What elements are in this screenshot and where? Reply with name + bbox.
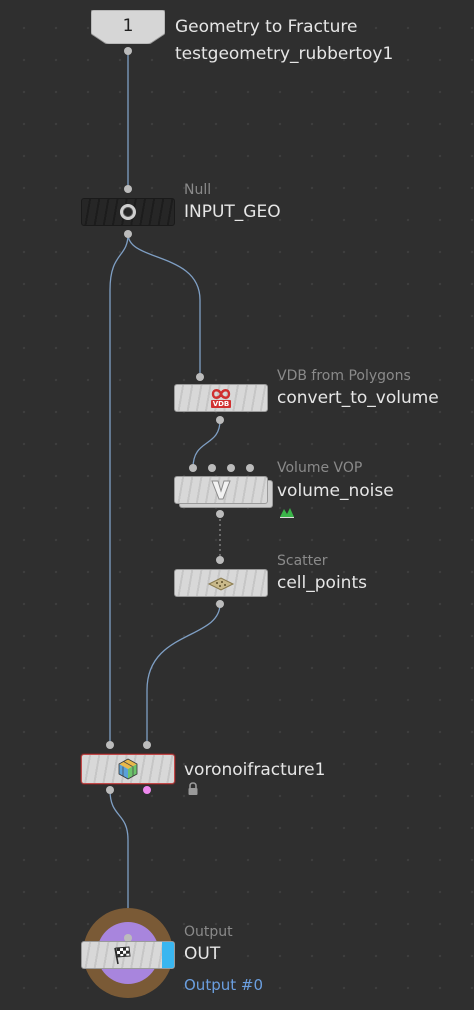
scatter-icon (207, 576, 235, 591)
output-node[interactable] (81, 941, 175, 969)
null-input-port[interactable] (124, 185, 132, 193)
null-icon (120, 204, 136, 220)
voronoi-output-port-1[interactable] (106, 786, 114, 794)
wire-voronoi-to-output (109, 789, 129, 938)
object-merge-badge: 1 (122, 16, 134, 36)
output-name-label: OUT (184, 944, 221, 964)
null-output-port[interactable] (124, 230, 132, 238)
object-merge-node-shape (90, 9, 166, 45)
vop-type-label: Volume VOP (277, 460, 363, 476)
object-merge-name: testgeometry_rubbertoy1 (175, 44, 394, 64)
null-name-label: INPUT_GEO (184, 202, 281, 222)
wire-vdb-to-vop (192, 419, 221, 469)
voronoi-name-label: voronoifracture1 (184, 760, 326, 780)
output-display-flag[interactable] (162, 942, 174, 968)
voronoi-input-port-2[interactable] (143, 741, 151, 749)
null-type-label: Null (184, 182, 212, 198)
wire-null-to-voronoi (109, 233, 129, 745)
scatter-output-port[interactable] (216, 600, 224, 608)
vop-input-port-4[interactable] (246, 464, 254, 472)
null-node[interactable] (81, 198, 175, 226)
wire-null-to-vdb (127, 233, 201, 377)
vop-name-label: volume_noise (277, 481, 394, 501)
vdb-icon-text: VDB (212, 400, 230, 408)
vdb-type-label: VDB from Polygons (277, 368, 411, 384)
wire-scatter-to-voronoi (146, 603, 221, 745)
vdb-output-port[interactable] (216, 416, 224, 424)
voronoi-output-port-2[interactable] (143, 786, 151, 794)
vop-input-port-2[interactable] (208, 464, 216, 472)
voronoi-cube-icon (117, 758, 139, 780)
output-type-label: Output (184, 924, 233, 940)
vop-input-port-3[interactable] (227, 464, 235, 472)
vdb-name-label: convert_to_volume (277, 388, 439, 408)
object-merge-title: Geometry to Fracture (175, 17, 358, 37)
vop-output-port[interactable] (216, 510, 224, 518)
vop-v-icon (209, 479, 233, 501)
object-merge-output-port[interactable] (124, 47, 132, 55)
output-checkered-flag-icon (112, 945, 132, 965)
scatter-input-port[interactable] (216, 556, 224, 564)
voronoi-input-port-1[interactable] (106, 741, 114, 749)
vdb-node[interactable]: VDB (174, 384, 268, 412)
object-merge-node[interactable]: 1 (90, 9, 166, 45)
output-input-port[interactable] (124, 934, 132, 942)
scatter-type-label: Scatter (277, 553, 328, 569)
vop-node[interactable] (174, 476, 268, 504)
vdb-icon: VDB (208, 387, 234, 409)
voronoi-lock-icon (187, 781, 199, 795)
vop-input-port-1[interactable] (189, 464, 197, 472)
voronoi-node[interactable] (81, 754, 175, 784)
scatter-name-label: cell_points (277, 573, 367, 593)
output-index-label: Output #0 (184, 976, 263, 994)
vdb-input-port[interactable] (196, 373, 204, 381)
scatter-node[interactable] (174, 569, 268, 597)
vop-cook-icon (279, 504, 295, 518)
